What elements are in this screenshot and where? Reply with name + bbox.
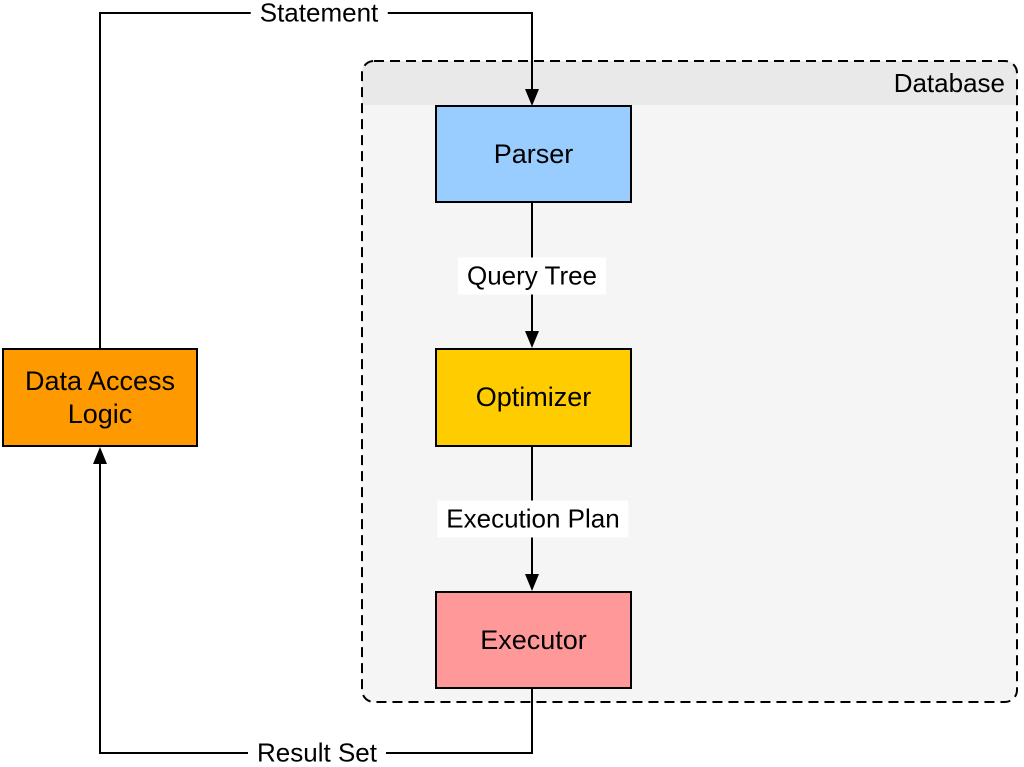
result-set-edge-label: Result Set	[248, 734, 386, 767]
optimizer-node: Optimizer	[435, 348, 632, 447]
parser-node: Parser	[435, 105, 632, 203]
optimizer-node-label: Optimizer	[475, 382, 592, 413]
execution-plan-arrowhead	[525, 574, 539, 591]
result-set-arrowhead	[93, 447, 107, 464]
execution-plan-edge-label: Execution Plan	[437, 500, 629, 538]
statement-arrowhead	[525, 89, 539, 106]
database-header-band	[362, 61, 1017, 105]
executor-node: Executor	[435, 591, 632, 689]
query-tree-arrowhead	[525, 331, 539, 348]
parser-node-label: Parser	[493, 138, 574, 169]
data-access-logic-node-label: Data Access Logic	[24, 365, 176, 429]
database-container-title: Database	[893, 68, 1005, 98]
statement-edge-label: Statement	[250, 0, 388, 32]
data-access-logic-node: Data Access Logic	[2, 348, 198, 447]
database-container-background	[362, 61, 1017, 702]
executor-node-label: Executor	[480, 624, 587, 655]
database-container-border	[361, 60, 1018, 703]
query-tree-edge-label: Query Tree	[457, 257, 607, 295]
